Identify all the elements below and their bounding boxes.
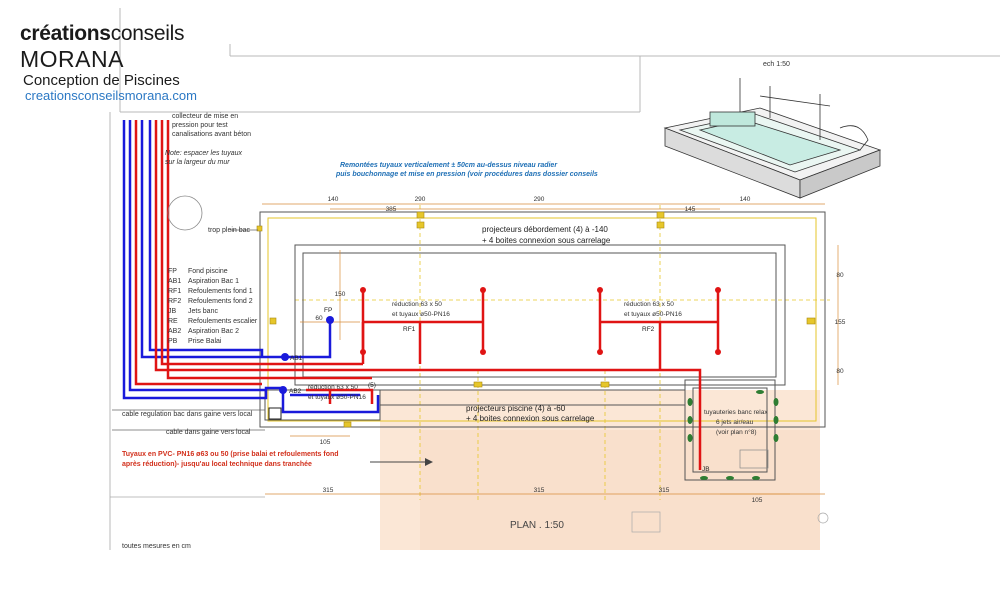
measures-note: toutes mesures en cm (122, 543, 191, 550)
svg-text:RF2: RF2 (168, 298, 181, 305)
svg-text:+ 4 boites connexion sous carr: + 4 boites connexion sous carrelage (466, 414, 595, 423)
svg-text:290: 290 (534, 196, 545, 203)
tag-ab1: AB1 (290, 355, 303, 362)
svg-text:(voir plan n°8): (voir plan n°8) (716, 428, 757, 436)
reduction-label-1: réduction 63 x 50 (392, 301, 442, 308)
scupper-circle (167, 195, 203, 231)
projectors-pool-label: projecteurs piscine (4) à -60 + 4 boites… (466, 404, 595, 423)
tag-rf2: RF2 (642, 326, 655, 333)
scale-label: ech 1:50 (763, 61, 790, 68)
spacing-note: Note: espacer les tuyaux sur la largeur … (165, 150, 243, 166)
svg-text:105: 105 (320, 439, 331, 446)
brand-logo: créationsconseils MORANA Conception de P… (20, 22, 220, 112)
tag-jb: JB (702, 466, 710, 473)
reduction-label-2: réduction 63 x 50 (624, 301, 674, 308)
svg-text:315: 315 (323, 487, 334, 494)
svg-text:Tuyaux en PVC- PN16 ø63 ou 50: Tuyaux en PVC- PN16 ø63 ou 50 (prise bal… (122, 451, 339, 458)
logo-website-link[interactable]: creationsconseilsmorana.com (25, 88, 197, 103)
plan-title: PLAN . 1:50 (510, 520, 564, 531)
logo-line-1: créationsconseils (20, 22, 185, 45)
tag-rf1: RF1 (403, 326, 416, 333)
svg-text:315: 315 (534, 487, 545, 494)
svg-text:80: 80 (836, 272, 844, 279)
svg-text:pression pour test: pression pour test (172, 122, 228, 129)
svg-text:Remontées tuyaux verticalement: Remontées tuyaux verticalement ± 50cm au… (340, 162, 558, 169)
collector-note: collecteur de mise en pression pour test… (172, 113, 251, 138)
svg-text:Aspiration Bac 2: Aspiration Bac 2 (188, 328, 239, 335)
svg-text:FP: FP (168, 268, 177, 275)
svg-text:145: 145 (685, 206, 696, 213)
svg-text:JB: JB (168, 308, 177, 315)
svg-text:Refoulements escalier: Refoulements escalier (188, 318, 258, 325)
svg-text:tuyauteries banc relax: tuyauteries banc relax (704, 409, 768, 416)
svg-text:290: 290 (415, 196, 426, 203)
svg-text:155: 155 (835, 319, 846, 326)
bench-jets (687, 390, 779, 480)
svg-text:Refoulements fond 1: Refoulements fond 1 (188, 288, 253, 295)
svg-text:6 jets air/eau: 6 jets air/eau (716, 419, 754, 426)
svg-text:collecteur de mise en: collecteur de mise en (172, 113, 238, 120)
regulation-box (268, 407, 282, 420)
svg-text:60: 60 (315, 315, 323, 322)
blue-pipes (122, 120, 380, 414)
svg-text:Refoulements fond 2: Refoulements fond 2 (188, 298, 253, 305)
reduction-label-3: réduction 63 x 50 (308, 384, 358, 391)
svg-text:140: 140 (328, 196, 339, 203)
svg-text:PB: PB (168, 338, 178, 345)
tag-fp: FP (324, 307, 332, 314)
svg-text:+ 4 boites connexion sous carr: + 4 boites connexion sous carrelage (482, 236, 611, 245)
svg-text:AB2: AB2 (168, 328, 181, 335)
cable-regulation-note: cable regulation bac dans gaine vers loc… (122, 411, 253, 418)
pool-3d-sketch (663, 78, 882, 199)
fp-outlet (326, 316, 334, 324)
projectors-overflow-label: projecteurs débordement (4) à -140 + 4 b… (482, 225, 611, 245)
svg-text:sur la largeur du mur: sur la largeur du mur (165, 159, 230, 166)
cable-sheath-note: cable dans gaine vers local (166, 429, 251, 436)
dimension-lines (262, 203, 839, 495)
red-pipes (134, 120, 720, 470)
svg-text:projecteurs piscine (4) à -60: projecteurs piscine (4) à -60 (466, 404, 566, 413)
svg-text:150: 150 (335, 291, 346, 298)
projectors (256, 211, 816, 428)
svg-text:après réduction)- jusqu'au loc: après réduction)- jusqu'au local techniq… (122, 461, 312, 468)
svg-text:canalisations avant béton: canalisations avant béton (172, 131, 251, 138)
svg-text:315: 315 (659, 487, 670, 494)
tag-five: (5) (368, 382, 376, 389)
svg-text:140: 140 (740, 196, 751, 203)
svg-text:Prise Balai: Prise Balai (188, 338, 222, 345)
ab1-outlet (281, 353, 289, 361)
svg-text:Note: espacer les tuyaux: Note: espacer les tuyaux (165, 150, 243, 157)
logo-line-2: MORANA (20, 46, 124, 72)
svg-text:RF1: RF1 (168, 288, 181, 295)
logo-tagline: Conception de Piscines (23, 72, 180, 89)
svg-text:et tuyaux ø50-PN16: et tuyaux ø50-PN16 (624, 311, 682, 318)
ab2-outlet (279, 386, 287, 394)
svg-text:Fond piscine: Fond piscine (188, 268, 228, 275)
dimension-values: 140 290 290 140 385 145 80 155 80 150 60… (315, 196, 845, 504)
bench-label: tuyauteries banc relax 6 jets air/eau (v… (704, 409, 768, 436)
sheet-frame (109, 8, 1000, 550)
svg-text:puis bouchonnage et mise en pr: puis bouchonnage et mise en pression (vo… (335, 171, 598, 178)
svg-text:Jets banc: Jets banc (188, 308, 218, 315)
svg-text:AB1: AB1 (168, 278, 181, 285)
tag-ab2: AB2 (289, 388, 302, 395)
svg-text:80: 80 (836, 368, 844, 375)
pvc-note: Tuyaux en PVC- PN16 ø63 ou 50 (prise bal… (122, 451, 339, 468)
svg-text:et tuyaux ø50-PN16: et tuyaux ø50-PN16 (392, 311, 450, 318)
svg-text:projecteurs débordement (4) à: projecteurs débordement (4) à -140 (482, 225, 608, 234)
svg-text:RE: RE (168, 318, 178, 325)
svg-text:385: 385 (386, 206, 397, 213)
riser-note: Remontées tuyaux verticalement ± 50cm au… (335, 162, 598, 178)
svg-text:Aspiration Bac 1: Aspiration Bac 1 (188, 278, 239, 285)
svg-text:105: 105 (752, 497, 763, 504)
svg-text:et tuyaux ø50-PN16: et tuyaux ø50-PN16 (308, 394, 366, 401)
overflow-label: trop plein bac (208, 227, 251, 234)
